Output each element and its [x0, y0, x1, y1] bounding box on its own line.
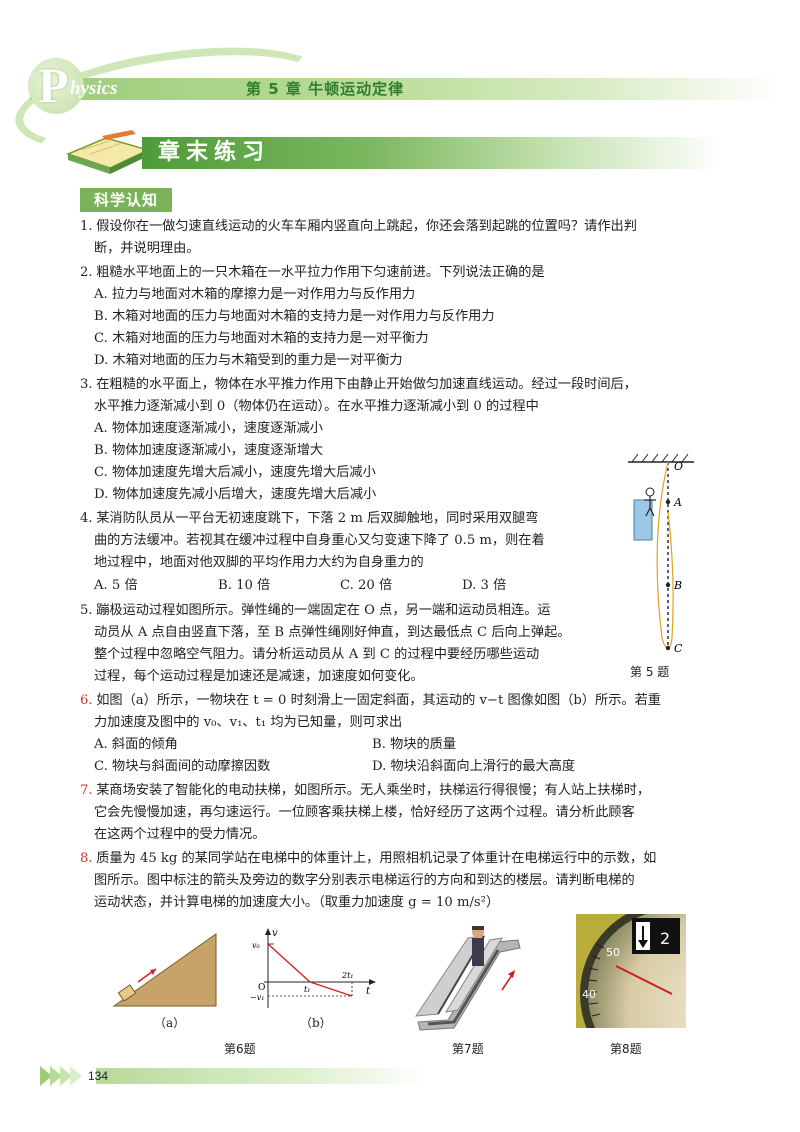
page-number: 134: [88, 1069, 109, 1083]
label-a: A: [673, 496, 682, 509]
v0-label: v₀: [252, 941, 261, 950]
question-4-line: 曲的方法缓冲。若视其在缓冲过程中自身重心又匀变速下降了 0.5 m，则在着: [94, 533, 545, 548]
bungee-figure: O A B C: [628, 453, 694, 655]
question-5: 5. 蹦极运动过程如图所示。弹性绳的一端固定在 O 点，另一端和运动员相连。运: [80, 603, 551, 618]
vt-graph-figure: v v₀ O −v₁ t₁ 2t₁ t: [250, 928, 376, 1008]
q4-option-c: C. 20 倍: [340, 578, 393, 593]
question-8-line: 运动状态，并计算电梯的加速度大小。（取重力加速度 g = 10 m/s²）: [94, 895, 500, 910]
question-2: 2. 粗糙水平地面上的一只木箱在一水平拉力作用下匀速前进。下列说法正确的是: [80, 265, 545, 280]
q3-option-c: C. 物体加速度先增大后减小，速度先增大后减小: [94, 465, 376, 480]
figure-5-caption: 第 5 题: [630, 665, 670, 679]
incline-figure: [112, 933, 217, 1007]
q4-option-a: A. 5 倍: [94, 578, 138, 593]
q4-option-b: B. 10 倍: [218, 578, 271, 593]
axis-t-label: t: [366, 986, 371, 997]
figure-6a-label: （a）: [154, 1016, 186, 1030]
q2-option-c: C. 木箱对地面的压力与地面对木箱的支持力是一对平衡力: [94, 331, 429, 346]
chapter-title: 第 5 章 牛顿运动定律: [246, 80, 405, 98]
neg-v1-label: −v₁: [250, 993, 264, 1002]
footer-bar: [96, 1068, 426, 1084]
book-icon: [65, 130, 151, 174]
question-7: 7. 某商场安装了智能化的电动扶梯，如图所示。无人乘坐时，扶梯运行得很慢；有人站…: [80, 783, 651, 798]
q2-option-a: A. 拉力与地面对木箱的摩擦力是一对作用力与反作用力: [94, 287, 416, 302]
figure-7-caption: 第7题: [452, 1042, 484, 1056]
label-b: B: [673, 579, 682, 592]
header-bar: [30, 78, 780, 100]
footer-chevrons-icon: [40, 1066, 82, 1086]
t2-label: 2t₁: [341, 971, 354, 980]
section-title: 章末练习: [158, 140, 271, 165]
question-6-line: 力加速度及图中的 v₀、v₁、t₁ 均为已知量，则可求出: [94, 715, 403, 730]
scale-mark-50: 50: [606, 946, 620, 959]
logo-letter: P: [38, 57, 69, 113]
question-5-line: 过程，每个运动过程是加速还是减速，加速度如何变化。: [94, 669, 424, 684]
question-8-line: 图所示。图中标注的箭头及旁边的数字分别表示电梯运行的方向和到达的楼层。请判断电梯…: [94, 873, 635, 888]
t1-label: t₁: [304, 985, 310, 994]
q6-option-b: B. 物块的质量: [372, 737, 457, 752]
figure-6b-label: （b）: [300, 1016, 332, 1030]
scale-photo-figure: 2 50 40: [576, 914, 686, 1028]
origin-label: O: [258, 983, 265, 993]
floor-number: 2: [660, 929, 670, 948]
q2-option-d: D. 木箱对地面的压力与木箱受到的重力是一对平衡力: [94, 353, 403, 368]
label-o: O: [674, 460, 683, 473]
question-4-line: 地过程中，地面对他双脚的平均作用力大约为自身重力的: [94, 555, 424, 570]
question-6: 6. 如图（a）所示，一物块在 t = 0 时刻滑上一固定斜面，其运动的 v−t…: [80, 693, 661, 708]
question-1-line: 断，并说明理由。: [94, 241, 200, 256]
label-c: C: [674, 642, 683, 655]
escalator-figure: [398, 912, 538, 1032]
logo-text: hysics: [70, 78, 118, 99]
q6-option-a: A. 斜面的倾角: [94, 737, 178, 752]
question-7-line: 在这两个过程中的受力情况。: [94, 827, 266, 842]
subsection-tag: 科学认知: [80, 188, 172, 212]
q3-option-b: B. 物体加速度逐渐减小，速度逐渐增大: [94, 443, 324, 458]
q3-option-d: D. 物体加速度先减小后增大，速度先增大后减小: [94, 487, 377, 502]
question-3: 3. 在粗糙的水平面上，物体在水平推力作用下由静止开始做匀加速直线运动。经过一段…: [80, 377, 637, 392]
scale-mark-40: 40: [582, 988, 596, 1001]
question-4: 4. 某消防队员从一平台无初速度跳下，下落 2 m 后双脚触地，同时采用双腿弯: [80, 511, 539, 526]
question-3-line: 水平推力逐渐减小到 0（物体仍在运动）。在水平推力逐渐减小到 0 的过程中: [94, 399, 539, 414]
q6-option-c: C. 物块与斜面间的动摩擦因数: [94, 759, 271, 774]
question-8: 8. 质量为 45 kg 的某同学站在电梯中的体重计上，用照相机记录了体重计在电…: [80, 851, 657, 866]
question-7-line: 它会先慢慢加速，再匀速运行。一位顾客乘扶梯上楼，恰好经历了这两个过程。请分析此顾…: [94, 805, 635, 820]
q4-option-d: D. 3 倍: [462, 578, 507, 593]
question-1: 1. 假设你在一做匀速直线运动的火车车厢内竖直向上跳起，你还会落到起跳的位置吗？…: [80, 219, 637, 234]
logo-circle: [28, 58, 84, 114]
figure-8-caption: 第8题: [610, 1042, 642, 1056]
question-5-line: 整个过程中忽略空气阻力。请分析运动员从 A 到 C 的过程中要经历哪些运动: [94, 647, 540, 662]
figure-6-caption: 第6题: [224, 1042, 256, 1056]
axis-v-label: v: [272, 928, 278, 939]
q3-option-a: A. 物体加速度逐渐减小，速度逐渐减小: [94, 421, 323, 436]
q6-option-d: D. 物块沿斜面向上滑行的最大高度: [372, 759, 576, 774]
question-5-line: 动员从 A 点自由竖直下落，至 B 点弹性绳刚好伸直，到达最低点 C 后向上弹起…: [94, 625, 571, 640]
q2-option-b: B. 木箱对地面的压力与地面对木箱的支持力是一对作用力与反作用力: [94, 309, 495, 324]
section-banner: [142, 137, 722, 169]
